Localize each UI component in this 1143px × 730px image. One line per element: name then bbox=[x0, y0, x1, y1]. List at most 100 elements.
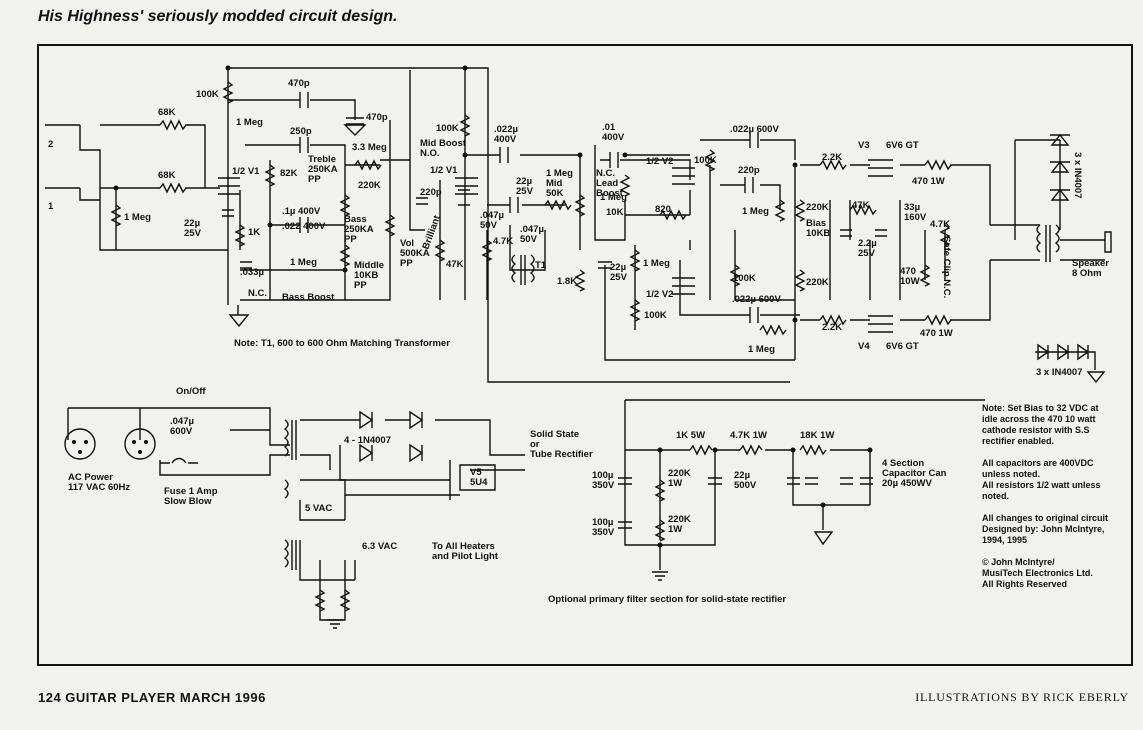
label-c033: .033µ bbox=[240, 267, 264, 278]
label-diodes4: 4 - 1N4007 bbox=[344, 435, 391, 446]
label-c250p: 250p bbox=[290, 126, 312, 137]
power-supply-components bbox=[64, 410, 873, 612]
label-c022-600b: .022µ 600V bbox=[732, 294, 781, 305]
label-r82k: 82K bbox=[280, 168, 298, 179]
optional-filter-note: Optional primary filter section for soli… bbox=[548, 594, 786, 605]
label-safeclip: Safe Clip N.C. bbox=[941, 236, 952, 298]
label-r22k-b: 2.2K bbox=[822, 322, 842, 333]
preamp-wiring bbox=[45, 67, 1105, 383]
label-r18k1w: 18K 1W bbox=[800, 430, 834, 441]
preamp-capacitors bbox=[222, 92, 887, 323]
label-t1: T1 bbox=[535, 260, 547, 271]
junction-dots bbox=[113, 65, 873, 548]
page-title: His Highness' seriously modded circuit d… bbox=[38, 8, 398, 25]
label-c022-400: .022 400V bbox=[282, 221, 326, 232]
schematic-frame bbox=[37, 44, 1133, 666]
label-r470-1w-a: 470 1W bbox=[912, 176, 945, 187]
power-supply-wiring bbox=[67, 399, 985, 621]
label-r820: 820 bbox=[655, 204, 671, 215]
label-c470p-b: 470p bbox=[366, 112, 388, 123]
label-r100k-b: 100K bbox=[436, 123, 459, 134]
label-onoff: On/Off bbox=[176, 386, 206, 397]
label-r100k-c: 100K bbox=[694, 155, 717, 166]
label-r18k: 1.8K bbox=[557, 276, 577, 287]
label-r1meg-e: 1 Meg bbox=[742, 206, 769, 217]
label-r10k: 10K bbox=[606, 207, 624, 218]
label-c470p-a: 470p bbox=[288, 78, 310, 89]
footer-page-info: 124 GUITAR PLAYER MARCH 1996 bbox=[38, 690, 266, 705]
label-r1meg-a: 1 Meg bbox=[236, 117, 263, 128]
label-c022-600: .022µ 600V bbox=[730, 124, 779, 135]
label-r100k-d: 100K bbox=[733, 273, 756, 284]
label-r1k: 1K bbox=[248, 227, 260, 238]
label-r1meg-f: 1 Meg bbox=[643, 258, 670, 269]
label-r68k-a: 68K bbox=[158, 107, 176, 118]
label-c220p-b: 220p bbox=[738, 165, 760, 176]
t1-note: Note: T1, 600 to 600 Ohm Matching Transf… bbox=[234, 338, 450, 349]
component-labels: 100K 470p 470p 1 Meg 68K 68K 2 1 1 Meg 1… bbox=[48, 78, 1083, 605]
label-r220k-b: 220K bbox=[806, 202, 829, 213]
label-v2b: 1/2 V2 bbox=[646, 289, 673, 300]
label-bassboost: Bass Boost bbox=[282, 292, 335, 303]
label-r33meg: 3.3 Meg bbox=[352, 142, 387, 153]
label-r47k-a: 47K bbox=[446, 259, 464, 270]
label-jack2: 2 bbox=[48, 139, 53, 150]
label-v3type: 6V6 GT bbox=[886, 140, 919, 151]
label-c220p-a: 220p bbox=[420, 187, 442, 198]
preamp-resistors bbox=[110, 81, 952, 336]
label-c1u400: .1µ 400V bbox=[282, 206, 321, 217]
label-r1meg-b: 1 Meg bbox=[124, 212, 151, 223]
label-r47k-d: 4.7K bbox=[930, 219, 950, 230]
label-r1meg-c: 1 Meg bbox=[290, 257, 317, 268]
label-v1a: 1/2 V1 bbox=[232, 166, 260, 177]
label-diodes-b: 3 x IN4007 bbox=[1036, 367, 1082, 378]
label-v3: V3 bbox=[858, 140, 870, 151]
label-diodes-a: 3 x IN4007 bbox=[1072, 152, 1083, 198]
label-v2a: 1/2 V2 bbox=[646, 156, 673, 167]
label-r47k-b: 4.7K bbox=[493, 236, 513, 247]
label-r100k-a: 100K bbox=[196, 89, 219, 100]
label-5vac: 5 VAC bbox=[305, 503, 332, 514]
label-r470-1w-b: 470 1W bbox=[920, 328, 953, 339]
label-nc-a: N.C. bbox=[248, 288, 267, 299]
output-diodes bbox=[1037, 133, 1090, 361]
label-r47k-c: 47K bbox=[852, 200, 870, 211]
label-63vac: 6.3 VAC bbox=[362, 541, 397, 552]
label-v1b: 1/2 V1 bbox=[430, 165, 458, 176]
label-r1k5w: 1K 5W bbox=[676, 430, 705, 441]
label-r47k1w: 4.7K 1W bbox=[730, 430, 767, 441]
label-r100k-e: 100K bbox=[644, 310, 667, 321]
label-v4type: 6V6 GT bbox=[886, 341, 919, 352]
label-r22k-a: 2.2K bbox=[822, 152, 842, 163]
label-r1meg-g: 1 Meg bbox=[748, 344, 775, 355]
